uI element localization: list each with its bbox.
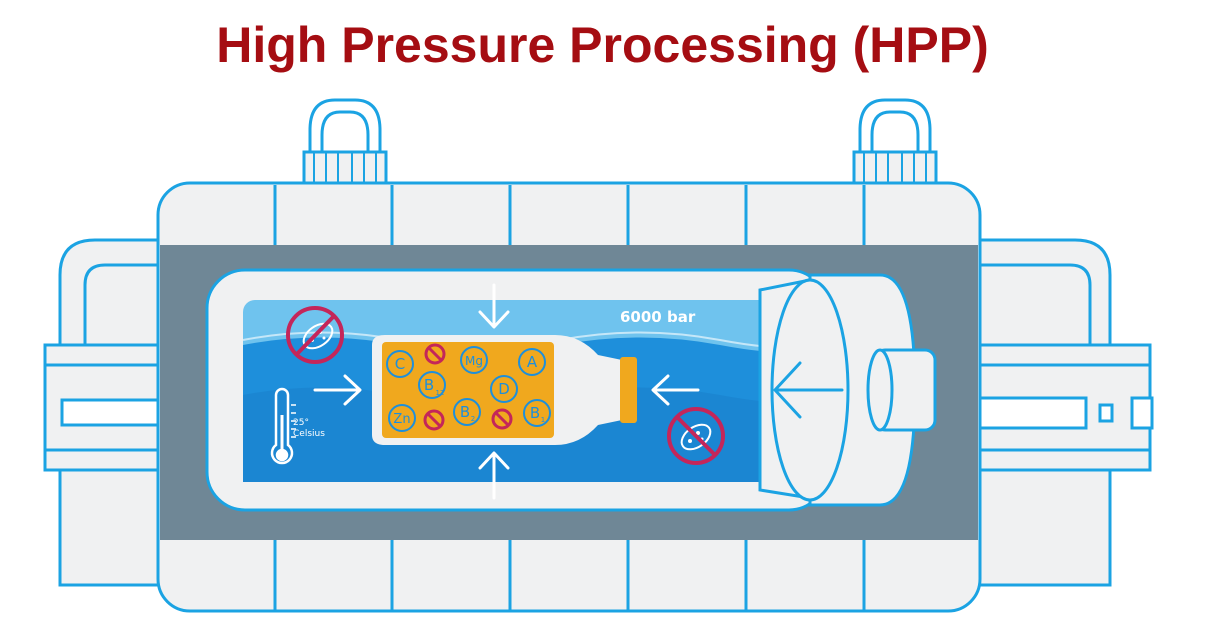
nutrient-mg: Mg bbox=[465, 354, 483, 368]
nutrient-c: C bbox=[395, 355, 405, 373]
prohibited-microbe-icon-bottom bbox=[667, 407, 725, 465]
nutrient-labels: C Mg A B 12 D Zn B 2 B 1 bbox=[393, 353, 545, 427]
prohibited-microbe-icon-top bbox=[286, 306, 344, 364]
nutrient-b12: B bbox=[424, 376, 434, 394]
left-pipes bbox=[43, 238, 162, 587]
left-handle bbox=[302, 98, 388, 187]
nutrient-b2-sub: 2 bbox=[471, 415, 475, 423]
prohibited-icon bbox=[491, 408, 513, 430]
thermometer-icon bbox=[270, 387, 296, 465]
nutrient-b2: B bbox=[460, 403, 470, 421]
temperature-unit: Celsius bbox=[293, 429, 325, 439]
pressure-label: 6000 bar bbox=[620, 308, 696, 326]
pressure-arrow-icon-left bbox=[313, 374, 362, 406]
pressure-arrow-icon-top bbox=[478, 283, 510, 329]
prohibited-icon bbox=[424, 343, 446, 365]
nutrient-b1-sub: 1 bbox=[541, 416, 545, 424]
diagram-title: High Pressure Processing (HPP) bbox=[216, 17, 989, 73]
nutrient-a: A bbox=[527, 353, 538, 371]
nutrient-b1: B bbox=[530, 404, 540, 422]
prohibited-icons bbox=[423, 343, 513, 431]
pressure-arrow-icon-right bbox=[651, 374, 700, 406]
nutrient-zn: Zn bbox=[393, 412, 410, 427]
nutrient-markers bbox=[386, 346, 551, 432]
pressure-arrow-icon-bottom bbox=[478, 451, 510, 500]
piston-arrow-icon bbox=[773, 361, 844, 419]
nutrient-d: D bbox=[498, 380, 510, 398]
right-pipes bbox=[976, 238, 1154, 587]
temperature-value: 25° bbox=[293, 418, 309, 428]
nutrient-b12-sub: 12 bbox=[436, 389, 445, 397]
prohibited-icon bbox=[423, 409, 445, 431]
pressure-arrows bbox=[313, 283, 700, 500]
right-handle bbox=[852, 98, 938, 187]
